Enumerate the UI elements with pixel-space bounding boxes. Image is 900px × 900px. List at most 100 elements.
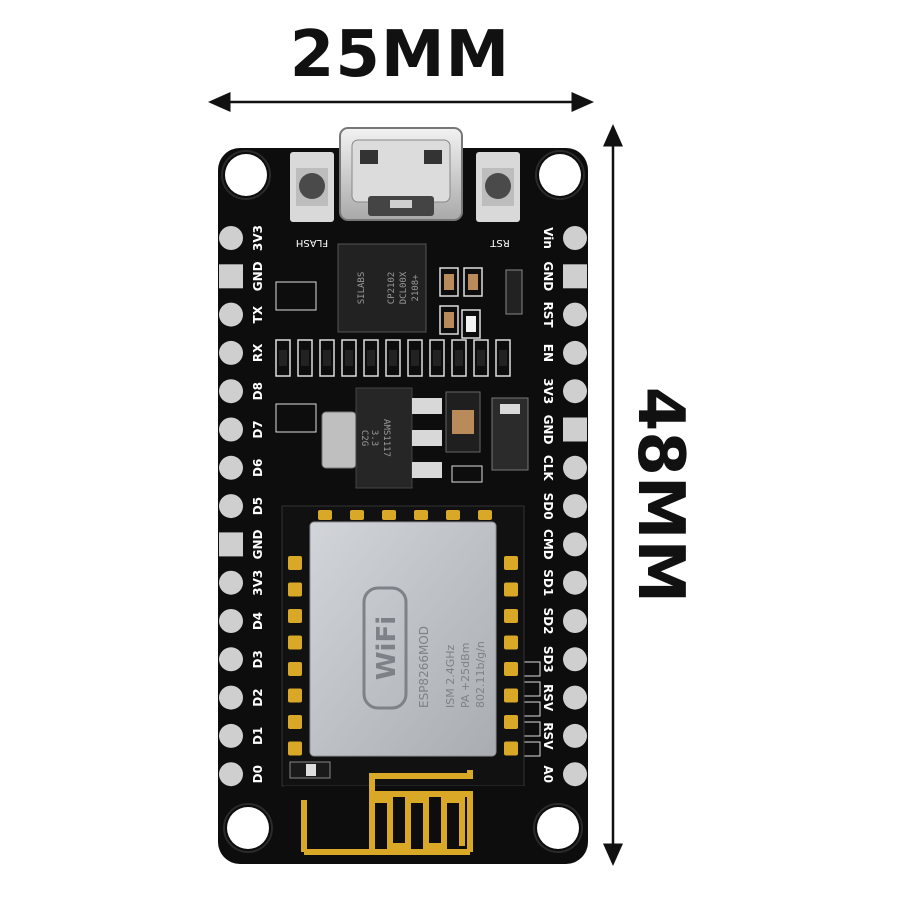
module-pad-right [504,715,518,729]
module-spec-2: PA +25dBm [459,643,472,708]
module-pad-left [288,556,302,570]
smd-resistor-body [279,350,287,366]
smd-resistor-body [477,350,485,366]
module-pad-top [446,510,460,520]
smd-resistor-body [389,350,397,366]
left-pin-13 [219,685,243,710]
smd-resistor [451,339,467,377]
left-pin-10 [219,570,243,595]
right-pin-13 [563,685,587,710]
left-pin-label: GND [251,261,265,291]
smd-resistor [319,339,335,377]
voltage-regulator: AMS1117 3.3 C2G [321,387,442,489]
transistor [505,269,523,315]
module-pad-top [478,510,492,520]
left-pin-label: TX [251,305,265,323]
chip-line-3: DCL00X [399,271,409,304]
smd-resistor [495,339,511,377]
right-pin-10 [563,570,587,595]
module-pad-right [504,662,518,676]
right-pin-12 [563,647,587,672]
module-pad-right [504,556,518,570]
module-pad-top [318,510,332,520]
left-pin-label: D4 [251,612,265,630]
right-pin-7 [563,455,587,480]
left-pin-label: D3 [251,650,265,668]
left-pin-label: D2 [251,688,265,706]
left-pin-14 [219,723,243,748]
left-pin-label: RX [251,343,265,362]
flash-button[interactable] [290,152,334,222]
right-pin-6 [563,417,587,442]
module-pad-left [288,609,302,623]
left-pin-15 [219,762,243,787]
left-pin-11 [219,609,243,633]
right-pin-label: CLK [541,455,555,481]
right-pin-4 [563,340,587,365]
module-pad-right [504,609,518,623]
smd-resistor [341,339,357,377]
smd-resistor-body [499,350,507,366]
module-pad-top [414,510,428,520]
smd-part-0 [439,267,459,297]
right-pin-15 [563,762,587,787]
smd-resistor-body [301,350,309,366]
smd-resistor [297,339,313,377]
module-pad-left [288,741,302,756]
reset-button[interactable] [476,152,520,222]
smd-resistor-body [367,350,375,366]
wifi-logo: WiFi [372,616,402,680]
capacitor-body [452,410,474,434]
left-pin-5 [219,379,243,404]
diode-lead [500,404,520,414]
left-pin-8 [219,494,243,519]
module-pad-top [350,510,364,520]
chip-line-2: CP2102 [387,272,397,305]
right-pin-8 [563,494,587,519]
left-pin-label: GND [251,529,265,559]
smd-resistor [407,339,423,377]
pcb-antenna [284,761,524,862]
module-pad-right [504,635,518,650]
module-pad-left [288,662,302,676]
right-pin-label: 3V3 [541,378,555,404]
reset-button-label: RST [489,237,509,248]
left-pin-1 [219,226,243,250]
right-pin-label: A0 [541,765,555,783]
right-pin-3 [563,302,587,327]
right-pin-11 [563,609,587,633]
module-spec-1: ISM 2.4GHz [444,644,457,708]
right-pin-label: SD1 [541,569,555,596]
left-pin-6 [219,417,243,442]
chip-line-4: 2108+ [411,274,421,302]
smd-resistor-body [323,350,331,366]
module-pad-top [382,510,396,520]
smd-cap-small [451,465,483,483]
module-spec-3: 802.11b/g/n [474,641,487,708]
usb-uart-chip: SILABS CP2102 DCL00X 2108+ [337,243,427,333]
module-pad-right [504,741,518,756]
right-pin-label: Vin [541,227,555,249]
smd-resistor [473,339,489,377]
component-layer [275,267,541,757]
left-pin-label: 3V3 [251,570,265,596]
smd-part-body-1 [468,274,478,290]
mounting-holes [221,150,585,853]
right-pin-label: GND [541,261,555,291]
left-pin-4 [219,340,243,365]
left-pin-label: D0 [251,765,265,783]
chip-line-1: SILABS [357,272,367,305]
smd-resistor-body [411,350,419,366]
left-pin-2 [219,264,243,289]
module-pad-right [504,688,518,703]
smd-part-body-0 [444,274,454,290]
module-pad-left [288,688,302,703]
esp8266-module: WiFi ESP8266MOD ISM 2.4GHz PA +25dBm 802… [281,505,525,787]
smd-resistor-body [345,350,353,366]
left-pin-label: D5 [251,497,265,515]
left-pin-label: D8 [251,382,265,400]
smd-resistor [275,339,291,377]
smd-resistor-body [455,350,463,366]
left-pin-label: 3V3 [251,225,265,251]
